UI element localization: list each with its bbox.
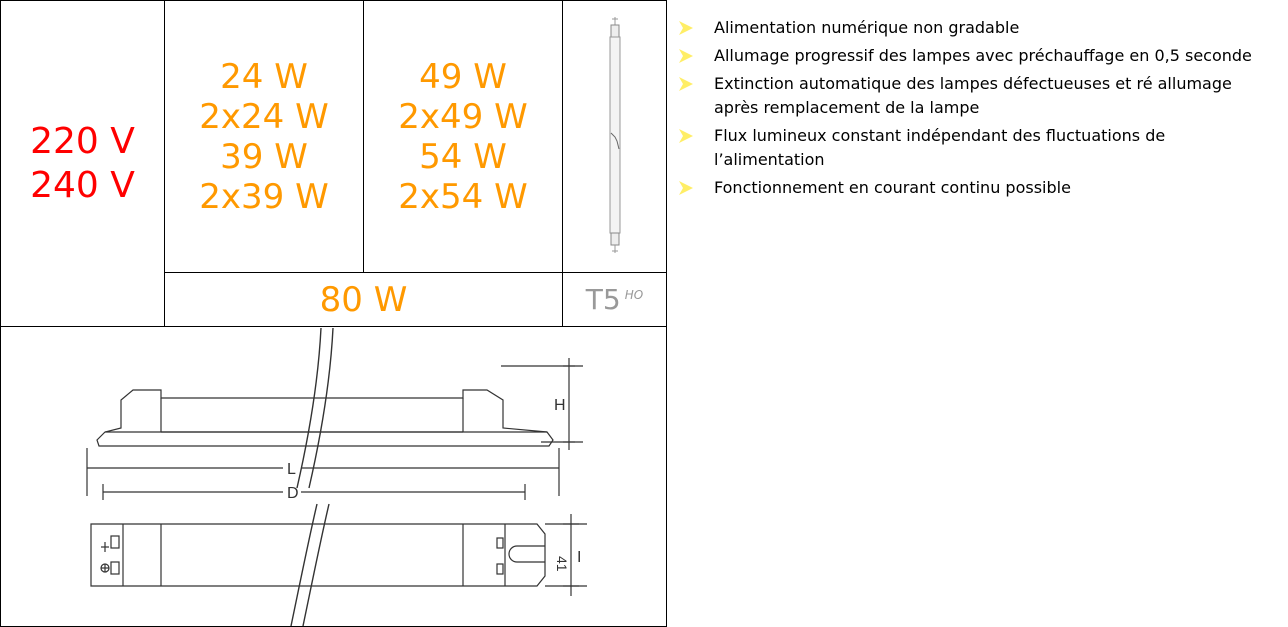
lamp-type: T5 — [585, 283, 621, 316]
arrow-bullet-icon — [679, 77, 693, 91]
wattage-2x49: 2x49 W — [398, 96, 528, 137]
label-h: H — [554, 397, 566, 414]
wattage-col1-cell: 24 W 2x24 W 39 W 2x39 W — [164, 0, 364, 273]
voltage-cell: 220 V 240 V — [0, 0, 165, 327]
t5-lamp-icon — [609, 16, 620, 253]
feature-text: Alimentation numérique non gradable — [714, 18, 1020, 37]
lamp-image-cell — [562, 0, 667, 273]
label-d: D — [287, 485, 299, 502]
feature-text: Fonctionnement en courant continu possib… — [714, 178, 1071, 197]
wattage-49: 49 W — [419, 56, 507, 97]
label-41: 41 — [554, 556, 570, 572]
wattage-24: 24 W — [220, 56, 308, 97]
label-l: L — [287, 461, 296, 478]
list-item: Alimentation numérique non gradable — [676, 16, 1280, 40]
wattage-54: 54 W — [419, 136, 507, 177]
list-item: Allumage progressif des lampes avec préc… — [676, 44, 1280, 68]
wattage-2x24: 2x24 W — [199, 96, 329, 137]
arrow-bullet-icon — [679, 181, 693, 195]
list-item: Extinction automatique des lampes défect… — [676, 72, 1280, 120]
wattage-2x54: 2x54 W — [398, 176, 528, 217]
arrow-bullet-icon — [679, 21, 693, 35]
list-item: Fonctionnement en courant continu possib… — [676, 176, 1280, 200]
list-item: Flux lumineux constant indépendant des f… — [676, 124, 1280, 172]
feature-text: Flux lumineux constant indépendant des f… — [714, 126, 1166, 169]
spec-table: 220 V 240 V 24 W 2x24 W 39 W 2x39 W 49 W… — [0, 0, 667, 627]
voltage-240: 240 V — [30, 164, 135, 206]
wattage-80-cell: 80 W — [164, 272, 563, 327]
ballast-dimension-drawing: H L D 41 I — [86, 327, 587, 626]
arrow-bullet-icon — [679, 49, 693, 63]
wattage-2x39: 2x39 W — [199, 176, 329, 217]
voltage-220: 220 V — [30, 120, 135, 162]
feature-list: Alimentation numérique non gradable Allu… — [676, 16, 1280, 204]
label-i: I — [577, 549, 581, 566]
wattage-80: 80 W — [319, 279, 408, 320]
feature-text: Extinction automatique des lampes défect… — [714, 74, 1232, 117]
feature-text: Allumage progressif des lampes avec préc… — [714, 46, 1252, 65]
wattage-39: 39 W — [220, 136, 308, 177]
lamp-type-sup: HO — [624, 288, 644, 302]
arrow-bullet-icon — [679, 129, 693, 143]
wattage-col2-cell: 49 W 2x49 W 54 W 2x54 W — [363, 0, 563, 273]
dimension-drawing-cell: H L D 41 I — [0, 326, 667, 627]
